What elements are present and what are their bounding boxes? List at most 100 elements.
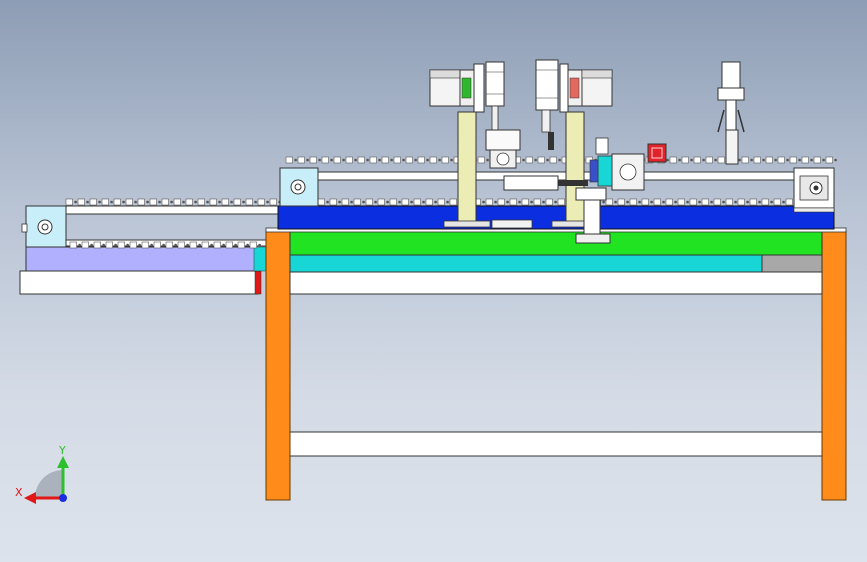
chain-link — [549, 156, 557, 164]
chain-pin — [170, 200, 173, 204]
chain-link — [533, 198, 541, 206]
chain-pin — [326, 200, 329, 204]
chain-link — [477, 156, 485, 164]
chain-link — [381, 156, 389, 164]
chain-link — [225, 241, 233, 249]
chain-pin — [534, 158, 537, 162]
chain-pin — [422, 200, 425, 204]
chain-link — [257, 198, 265, 206]
chain-link — [69, 241, 77, 249]
green-table-top — [289, 230, 823, 256]
chain-link — [353, 198, 361, 206]
chain-pin — [74, 200, 77, 204]
chain-pin — [782, 200, 785, 204]
upper-white-beam — [289, 271, 823, 295]
chain-pin — [114, 243, 117, 247]
left-frame-leg — [265, 230, 291, 501]
chain-link — [365, 198, 373, 206]
chain-pin — [110, 200, 113, 204]
chain-pin — [182, 200, 185, 204]
servo-motor-icon — [559, 63, 613, 113]
chain-pin — [254, 200, 257, 204]
chain-pin — [722, 200, 725, 204]
chain-link — [165, 241, 173, 249]
chain-link — [749, 198, 757, 206]
chain-pin — [342, 158, 345, 162]
chain-link — [653, 198, 661, 206]
left-yellow-column — [457, 111, 477, 223]
chain-link — [369, 156, 377, 164]
left-infeed-conveyor — [19, 198, 281, 295]
chain-link — [449, 198, 457, 206]
chain-pin — [158, 200, 161, 204]
chain-link — [393, 156, 401, 164]
chain-link — [345, 156, 353, 164]
chain-conveyor-icon — [317, 198, 797, 206]
chain-pin — [194, 200, 197, 204]
chain-link — [665, 198, 673, 206]
chain-link — [669, 156, 677, 164]
chain-pin — [146, 200, 149, 204]
chain-link — [101, 198, 109, 206]
chain-pin — [162, 243, 165, 247]
chain-link — [65, 198, 73, 206]
chain-conveyor-icon — [285, 156, 837, 164]
chain-link — [417, 156, 425, 164]
chain-pin — [546, 158, 549, 162]
chain-pin — [90, 243, 93, 247]
chain-pin — [218, 200, 221, 204]
chain-link — [309, 156, 317, 164]
chain-link — [201, 241, 209, 249]
left-red-marker — [254, 270, 262, 295]
chain-pin — [150, 243, 153, 247]
chain-link — [641, 198, 649, 206]
chain-link — [137, 198, 145, 206]
chain-link — [765, 156, 773, 164]
chain-link — [557, 198, 565, 206]
servo-motor-icon — [429, 63, 485, 113]
chain-link — [717, 156, 725, 164]
chain-pin — [210, 243, 213, 247]
chain-link — [237, 241, 245, 249]
chain-pin — [186, 243, 189, 247]
chain-pin — [174, 243, 177, 247]
chain-link — [497, 198, 505, 206]
chain-pin — [506, 200, 509, 204]
red-sensor-block — [647, 143, 667, 163]
pneumatic-cylinder-icon — [485, 61, 521, 169]
chain-pin — [402, 158, 405, 162]
chain-link — [341, 198, 349, 206]
chain-pin — [386, 200, 389, 204]
chain-link — [785, 198, 793, 206]
chain-link — [713, 198, 721, 206]
chain-link — [617, 198, 625, 206]
chain-pin — [522, 158, 525, 162]
chain-pin — [134, 200, 137, 204]
chain-pin — [330, 158, 333, 162]
chain-link — [705, 156, 713, 164]
chain-pin — [206, 200, 209, 204]
chain-link — [629, 198, 637, 206]
chain-pin — [258, 243, 261, 247]
chain-pin — [86, 200, 89, 204]
servo-motor-icon — [589, 137, 645, 191]
chain-link — [197, 198, 205, 206]
chain-link — [81, 241, 89, 249]
chain-pin — [834, 158, 837, 162]
chain-pin — [798, 158, 801, 162]
chain-pin — [438, 158, 441, 162]
chain-link — [701, 198, 709, 206]
chain-pin — [746, 200, 749, 204]
chain-link — [149, 198, 157, 206]
chain-link — [689, 198, 697, 206]
chain-pin — [774, 158, 777, 162]
chain-link — [113, 198, 121, 206]
chain-link — [761, 198, 769, 206]
chain-link — [405, 156, 413, 164]
chain-link — [245, 198, 253, 206]
chain-link — [693, 156, 701, 164]
chain-pin — [126, 243, 129, 247]
chain-pin — [554, 200, 557, 204]
